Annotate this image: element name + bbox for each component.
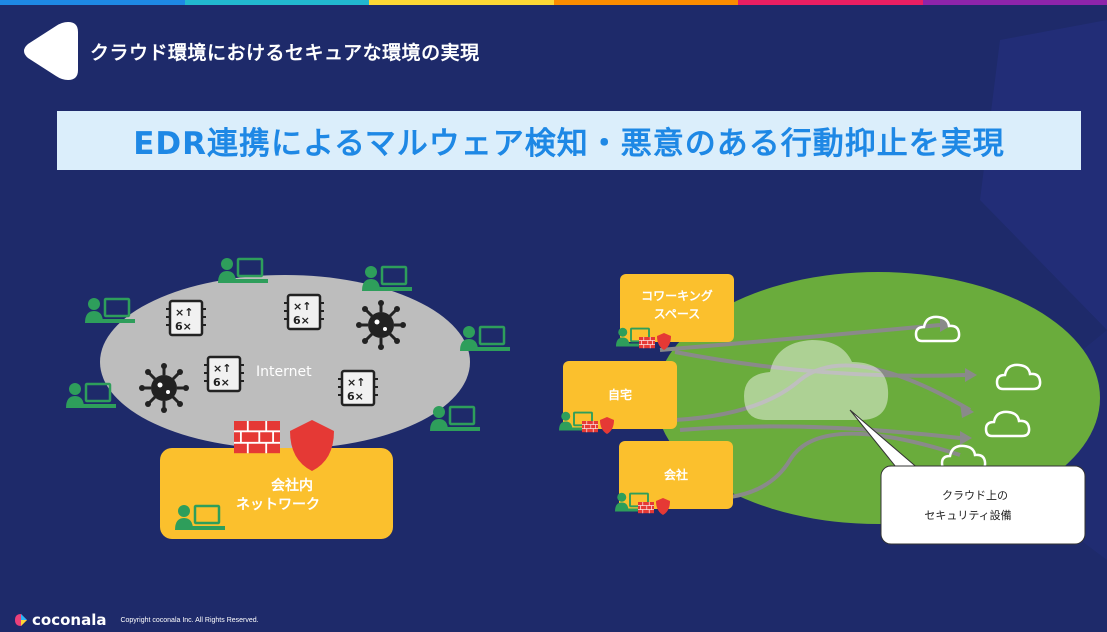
shield-icon bbox=[656, 498, 670, 515]
firewall-icon bbox=[581, 420, 599, 433]
callout-label-2: セキュリティ設備 bbox=[924, 508, 1011, 522]
shield-icon bbox=[290, 420, 334, 471]
security-callout-box bbox=[880, 465, 1086, 545]
central-cloud-icon bbox=[744, 340, 889, 420]
topbar-segment-cyan bbox=[184, 0, 369, 5]
user-pc-icon bbox=[83, 296, 137, 325]
office-label: 会社 bbox=[664, 467, 688, 482]
top-color-bar bbox=[0, 0, 1107, 5]
user-pc-icon bbox=[428, 404, 482, 433]
topbar-segment-yellow bbox=[369, 0, 554, 5]
subtitle-banner: EDR連携によるマルウェア検知・悪意のある行動抑止を実現 bbox=[57, 111, 1081, 170]
threat-chip-icon bbox=[202, 355, 246, 393]
topbar-segment-orange bbox=[553, 0, 738, 5]
footer: coconala Copyright coconala Inc. All Rig… bbox=[14, 611, 259, 629]
page-title: クラウド環境におけるセキュアな環境の実現 bbox=[90, 42, 480, 64]
coconala-logo-text: coconala bbox=[32, 611, 107, 629]
corporate-label-1: 会社内 bbox=[271, 477, 313, 494]
firewall-icon bbox=[637, 501, 655, 514]
firewall-icon bbox=[638, 336, 656, 349]
home-label: 自宅 bbox=[608, 387, 632, 402]
cloud-area-ellipse bbox=[656, 272, 1100, 524]
corporate-label-2: ネットワーク bbox=[236, 497, 320, 513]
threat-chip-icon bbox=[282, 293, 326, 331]
topbar-segment-pink bbox=[738, 0, 923, 5]
topbar-segment-purple bbox=[922, 0, 1107, 5]
copyright-text: Copyright coconala Inc. All Rights Reser… bbox=[120, 616, 259, 624]
user-pc-icon bbox=[458, 324, 512, 353]
topbar-segment-blue bbox=[0, 0, 185, 5]
subtitle-text: EDR連携によるマルウェア検知・悪意のある行動抑止を実現 bbox=[133, 126, 1005, 162]
virus-icon bbox=[137, 361, 191, 415]
firewall-icon bbox=[233, 420, 281, 455]
user-pc-icon bbox=[216, 256, 270, 285]
coworking-label-1: コワーキング bbox=[641, 288, 713, 303]
coworking-label-2: スペース bbox=[654, 307, 701, 321]
virus-icon bbox=[354, 298, 408, 352]
shield-icon bbox=[600, 417, 614, 434]
internet-ellipse bbox=[100, 275, 470, 449]
threat-chip-icon bbox=[164, 299, 208, 337]
threat-chip-icon bbox=[336, 369, 380, 407]
office-box bbox=[619, 441, 733, 509]
header-tab-icon bbox=[24, 22, 78, 80]
callout-label-1: クラウド上の bbox=[942, 489, 1008, 502]
internet-label: Internet bbox=[256, 364, 312, 380]
coconala-logo-icon bbox=[15, 614, 27, 626]
connection-lines bbox=[659, 323, 972, 501]
user-pc-icon bbox=[360, 264, 414, 293]
coworking-box bbox=[620, 274, 734, 342]
